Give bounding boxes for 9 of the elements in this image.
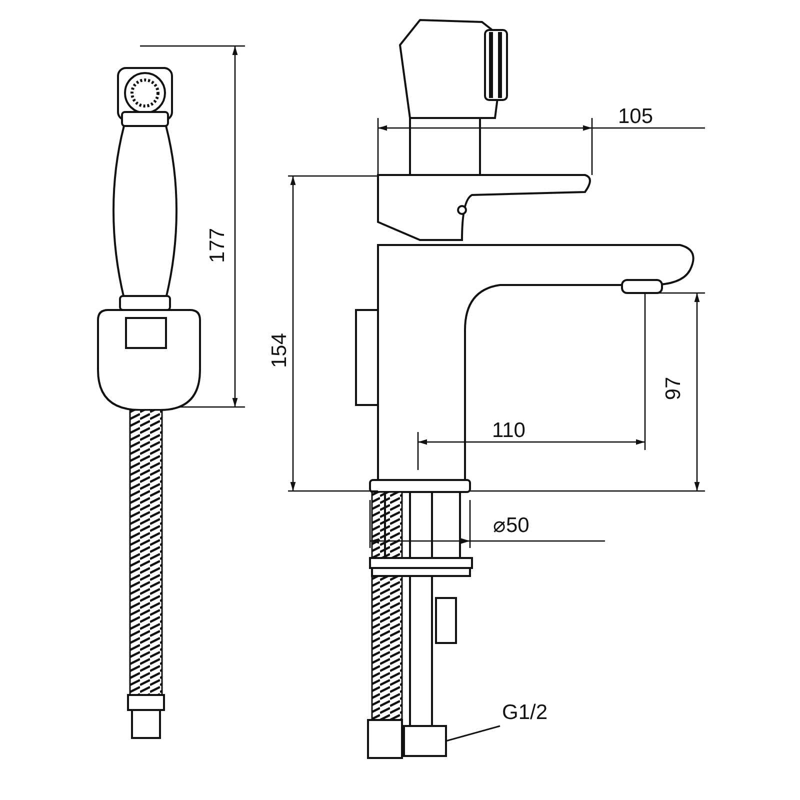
thread-size-label: G1/2 [500, 700, 562, 726]
dimension-value: 110 [492, 420, 526, 441]
dimension-value: 154 [269, 332, 290, 368]
dimension-value: ⌀50 [493, 515, 530, 536]
leader-line [446, 725, 500, 742]
connector-nut [403, 725, 447, 757]
dimension-value: 97 [663, 376, 684, 400]
dimension-value: 177 [207, 228, 228, 264]
dimension-value: 105 [618, 106, 654, 127]
